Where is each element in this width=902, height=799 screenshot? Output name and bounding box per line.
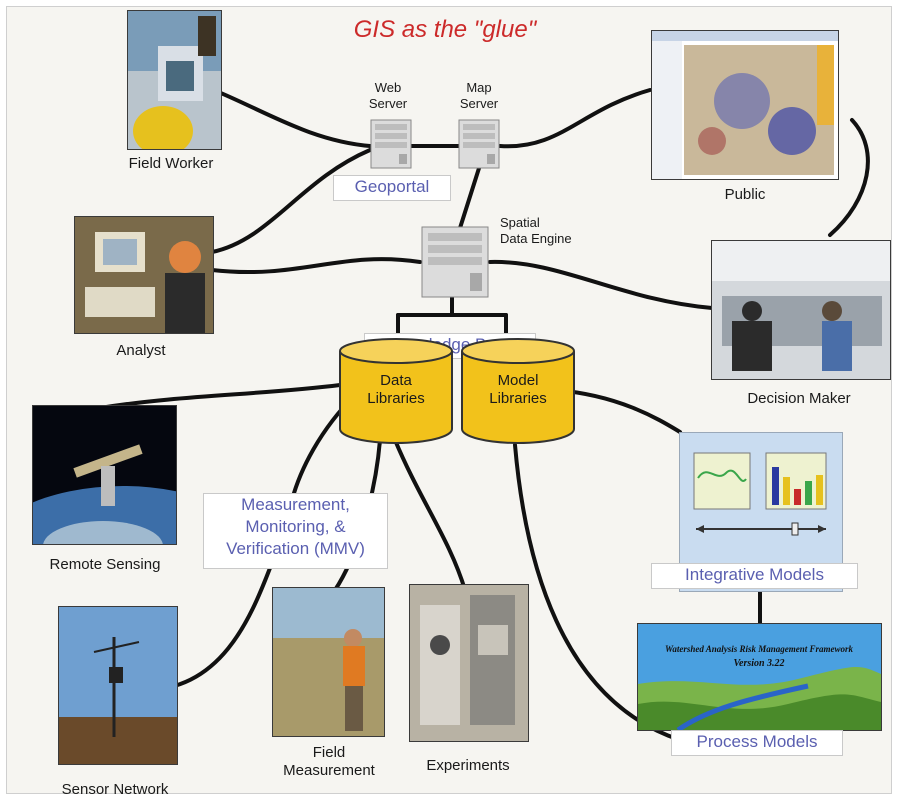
field-worker-label: Field Worker [128,155,214,172]
analyst-photo [74,216,214,334]
diagram-title: GIS as the "glue" [353,16,537,43]
decision-maker-label: Decision Maker [747,390,851,407]
process-models-screen-title: Watershed Analysis Risk Management Frame… [664,644,854,654]
remote-sensing-photo [32,405,177,545]
analyst-label: Analyst [116,342,166,359]
web-server-label: Web Server [368,80,408,111]
map-server-icon [458,119,500,169]
spatial-data-engine-label: Spatial Data Engine [500,215,572,246]
public-label: Public [724,186,766,203]
mmv-label: Measurement, Monitoring, & Verification … [203,493,388,569]
integrative-models-charts [693,452,827,536]
experiments-label: Experiments [426,757,510,774]
model-libraries-cylinder [461,338,575,444]
field-worker-photo [127,10,222,150]
process-models-screen [637,623,882,731]
data-libraries-cylinder [339,338,453,444]
web-server-icon [370,119,412,169]
public-map-screenshot [651,30,839,180]
field-measurement-photo [272,587,385,737]
spatial-data-engine-icon [421,226,489,298]
field-measurement-label: Field Measurement [283,744,375,779]
sensor-network-photo [58,606,178,765]
experiments-photo [409,584,529,742]
map-server-label: Map Server [459,80,499,111]
remote-sensing-label: Remote Sensing [49,556,161,573]
decision-maker-photo [711,240,891,380]
sensor-network-label: Sensor Network [61,781,169,798]
process-models-label: Process Models [671,730,843,756]
geoportal-label: Geoportal [333,175,451,201]
data-libraries-label: Data Libraries [367,372,425,407]
integrative-models-label: Integrative Models [651,563,858,589]
model-libraries-label: Model Libraries [489,372,547,407]
process-models-screen-version: Version 3.22 [733,658,785,669]
